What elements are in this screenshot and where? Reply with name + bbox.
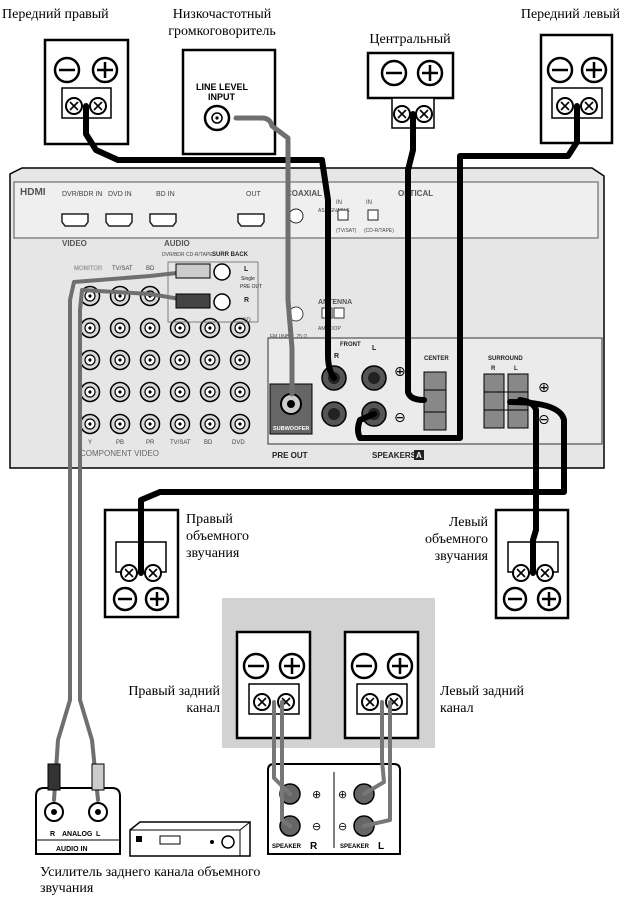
amp-l-plus-symbol: ⊕ bbox=[338, 789, 347, 801]
front-l-label: L bbox=[372, 345, 377, 352]
rear-amp-label-1: Усилитель заднего канала объемного bbox=[40, 865, 261, 880]
surr-back-plugs bbox=[175, 263, 231, 311]
antenna-label: ANTENNA bbox=[318, 299, 352, 306]
amp-audio-in-label: AUDIO IN bbox=[56, 846, 88, 853]
audio-label: AUDIO bbox=[164, 239, 190, 248]
center-label: CENTER bbox=[424, 356, 449, 362]
front-label: FRONT bbox=[340, 342, 361, 348]
speakers-badge: A bbox=[416, 451, 422, 460]
surround-left-label-2: объемного bbox=[425, 532, 488, 547]
surround-right-label-1: Правый bbox=[186, 512, 233, 527]
speakers-label: SPEAKERS bbox=[372, 451, 417, 460]
amp-l-label: L bbox=[96, 831, 101, 838]
opt-in2-label: IN bbox=[366, 200, 372, 206]
y-label: Y bbox=[88, 440, 92, 446]
surround-right-label-3: звучания bbox=[186, 546, 240, 561]
surr-back-r-label: R bbox=[244, 297, 249, 304]
amp-speaker-r-ch: R bbox=[310, 841, 318, 852]
dvr-bdr-in-label: DVR/BDR IN bbox=[62, 191, 102, 198]
rear-left-label-1: Левый задний bbox=[440, 684, 524, 699]
cd-r-tape-label: CD-R/TAPE bbox=[186, 252, 213, 258]
amp-speaker-terminals: ⊕ ⊖ ⊕ ⊖ SPEAKER R SPEAKER L bbox=[267, 763, 401, 855]
rear-right-label-2: канал bbox=[186, 701, 220, 716]
surround-left-label-1: Левый bbox=[448, 515, 488, 530]
coaxial-label: COAXIAL bbox=[286, 189, 322, 198]
dvd-bottom-label: DVD bbox=[232, 440, 245, 446]
amp-speaker-r-label: SPEAKER bbox=[272, 844, 302, 850]
front-r-label: R bbox=[334, 353, 339, 360]
rear-amp-label-2: звучания bbox=[40, 881, 94, 896]
bd-bottom-label: BD bbox=[204, 440, 213, 446]
amp-speaker-l-label: SPEAKER bbox=[340, 844, 370, 850]
component-video-label: COMPONENT VIDEO bbox=[80, 449, 159, 458]
front-right-label: Передний правый bbox=[2, 7, 109, 22]
tv-sat-optical-label: (TV/SAT) bbox=[336, 228, 357, 234]
subwoofer-label-line2: громкоговоритель bbox=[168, 24, 276, 39]
bd-in-label: BD IN bbox=[156, 191, 175, 198]
monitor-label: MONITOR bbox=[74, 266, 103, 272]
tv-sat-label: TV/SAT bbox=[112, 266, 133, 272]
opt-in1-label: IN bbox=[336, 200, 342, 206]
pb-label: PB bbox=[116, 440, 124, 446]
center-speaker bbox=[366, 51, 455, 129]
line-level-label: LINE LEVEL bbox=[196, 82, 249, 92]
receiver-rear-panel: HDMI DVR/BDR IN DVD IN BD IN OUT COAXIAL… bbox=[9, 167, 605, 469]
hdmi-out-label: OUT bbox=[246, 191, 262, 198]
center-terminals bbox=[423, 371, 447, 431]
tv-sat-bottom-label: TV/SAT bbox=[170, 440, 191, 446]
surround-minus-symbol: ⊖ bbox=[538, 411, 550, 427]
hdmi-label: HDMI bbox=[20, 187, 46, 198]
pr-label: PR bbox=[146, 440, 155, 446]
surround-left-label-3: звучания bbox=[434, 549, 488, 564]
amp-speaker-l-ch: L bbox=[378, 841, 384, 852]
center-speaker-label: Центральный bbox=[369, 32, 451, 47]
dvr-bdr-label: DVR/BDR bbox=[162, 252, 185, 258]
amp-r-label: R bbox=[50, 831, 55, 838]
optical-label: OPTICAL bbox=[398, 189, 433, 198]
surround-right-label-2: объемного bbox=[186, 529, 249, 544]
rear-right-label-1: Правый задний bbox=[128, 684, 220, 699]
subwoofer-label: SUBWOOFER bbox=[273, 426, 309, 432]
pre-out-label: PRE OUT bbox=[272, 451, 308, 460]
pre-out-small-label: PRE OUT bbox=[240, 284, 262, 290]
surround-r-label: R bbox=[491, 366, 496, 372]
surround-plus-symbol: ⊕ bbox=[538, 379, 550, 395]
amp-l-minus-symbol: ⊖ bbox=[338, 821, 347, 833]
subwoofer-speaker: LINE LEVEL INPUT bbox=[181, 48, 277, 156]
assignable-label: ASSIGNABLE bbox=[318, 208, 350, 214]
surround-l-label: L bbox=[514, 366, 518, 372]
single-label: Single bbox=[241, 276, 255, 282]
speaker-cables bbox=[52, 103, 580, 828]
subwoofer-label-line1: Низкочастотный bbox=[172, 7, 272, 22]
front-plus-symbol: ⊕ bbox=[394, 363, 406, 379]
surr-back-label: SURR BACK bbox=[212, 252, 249, 258]
surround-label: SURROUND bbox=[488, 356, 523, 362]
amplifier-unit bbox=[129, 821, 251, 857]
bd-label: BD bbox=[146, 266, 155, 272]
cd-r-tape-optical-label: (CD-R/TAPE) bbox=[364, 228, 394, 234]
front-left-label: Передний левый bbox=[520, 7, 620, 22]
amp-r-plus-symbol: ⊕ bbox=[312, 789, 321, 801]
rear-left-label-2: канал bbox=[440, 701, 474, 716]
amp-r-minus-symbol: ⊖ bbox=[312, 821, 321, 833]
amp-audio-in-panel: R ANALOG L AUDIO IN bbox=[35, 787, 121, 855]
surr-back-l-label: L bbox=[244, 266, 249, 273]
hdmi-ports bbox=[61, 213, 265, 227]
input-label: INPUT bbox=[208, 92, 236, 102]
dvd-in-label: DVD IN bbox=[108, 191, 132, 198]
front-minus-symbol: ⊖ bbox=[394, 409, 406, 425]
amp-analog-label: ANALOG bbox=[62, 831, 93, 838]
video-label: VIDEO bbox=[62, 239, 87, 248]
